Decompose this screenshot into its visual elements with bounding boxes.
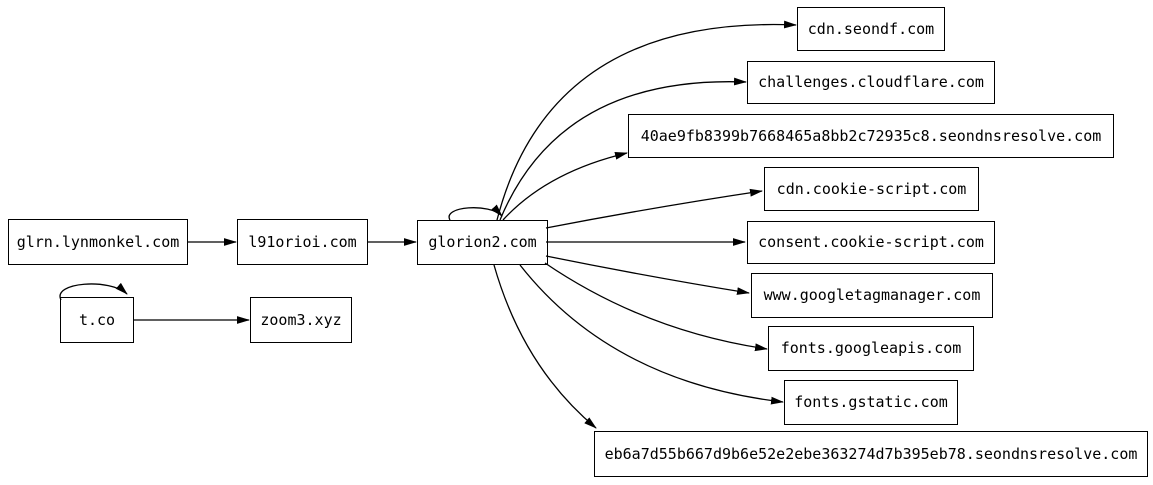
- graph-node-glrn.lynmonkel.com: glrn.lynmonkel.com: [8, 219, 188, 265]
- graph-node-eb6a7d55b667d9b6e52e2ebe363274d7b395eb78.seondnsresolve.com: eb6a7d55b667d9b6e52e2ebe363274d7b395eb78…: [594, 431, 1148, 477]
- graph-node-label: cdn.cookie-script.com: [776, 179, 967, 198]
- graph-node-label: challenges.cloudflare.com: [758, 73, 984, 91]
- graph-node-label: fonts.googleapis.com: [780, 339, 962, 357]
- graph-node-label: glorion2.com: [428, 233, 537, 251]
- graph-node-zoom3.xyz: zoom3.xyz: [250, 297, 352, 343]
- graph-node-label: zoom3.xyz: [260, 310, 342, 329]
- graph-node-consent.cookie-script.com: consent.cookie-script.com: [747, 221, 995, 264]
- graph-node-40ae9fb8399b7668465a8bb2c72935c8.seondnsresolve.com: 40ae9fb8399b7668465a8bb2c72935c8.seondns…: [628, 114, 1114, 158]
- graph-node-label: eb6a7d55b667d9b6e52e2ebe363274d7b395eb78…: [604, 444, 1138, 463]
- graph-node-label: 40ae9fb8399b7668465a8bb2c72935c8.seondns…: [640, 126, 1102, 145]
- graph-node-cdn.cookie-script.com: cdn.cookie-script.com: [764, 167, 979, 211]
- graph-node-t.co: t.co: [60, 297, 134, 343]
- graph-node-label: fonts.gstatic.com: [794, 393, 948, 411]
- graph-node-label: consent.cookie-script.com: [758, 233, 984, 251]
- graph-node-label: t.co: [78, 310, 116, 329]
- graph-node-l91orioi.com: l91orioi.com: [237, 219, 368, 265]
- graph-node-label: www.googletagmanager.com: [763, 286, 981, 304]
- graph-node-cdn.seondf.com: cdn.seondf.com: [797, 7, 945, 51]
- graph-node-www.googletagmanager.com: www.googletagmanager.com: [751, 273, 993, 318]
- graph-node-label: cdn.seondf.com: [807, 19, 935, 38]
- graph-node-label: l91orioi.com: [248, 232, 357, 251]
- graph-node-fonts.gstatic.com: fonts.gstatic.com: [784, 380, 958, 425]
- graph-node-challenges.cloudflare.com: challenges.cloudflare.com: [747, 61, 995, 104]
- graph-node-label: glrn.lynmonkel.com: [16, 232, 180, 251]
- graph-node-glorion2.com: glorion2.com: [417, 220, 548, 265]
- graph-node-fonts.googleapis.com: fonts.googleapis.com: [768, 326, 974, 371]
